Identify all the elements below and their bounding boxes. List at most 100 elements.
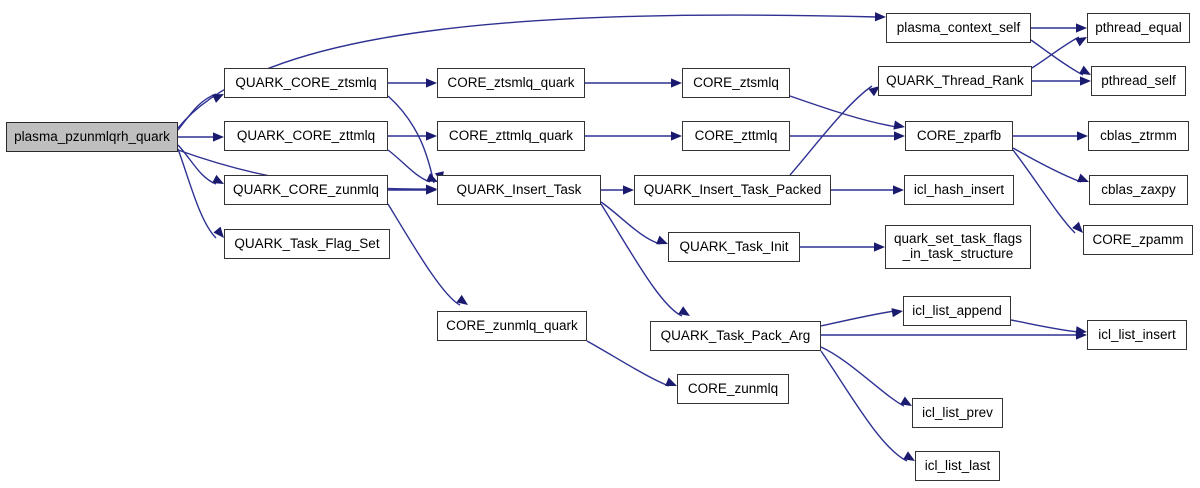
graph-node-label: CORE_ztsmlq: [693, 74, 779, 90]
graph-edge-QUARK_Insert_Task-to-QUARK_Task_Pack_Arg: [600, 203, 690, 317]
graph-node-label: quark_set_task_flags _in_task_structure: [894, 231, 1022, 261]
graph-edge-plasma_context_self-to-pthread_self: [1030, 39, 1091, 76]
arrowhead-icon: [1076, 23, 1087, 33]
graph-node-QUARK_Task_Init[interactable]: QUARK_Task_Init: [668, 232, 800, 262]
graph-node-CORE_zunmlq[interactable]: CORE_zunmlq: [677, 374, 789, 404]
graph-node-icl_hash_insert[interactable]: icl_hash_insert: [904, 175, 1014, 205]
arrowhead-icon: [671, 131, 682, 141]
graph-edge-QUARK_Thread_Rank-to-pthread_self: [1032, 76, 1091, 86]
graph-node-icl_list_prev[interactable]: icl_list_prev: [912, 398, 1003, 428]
graph-edge-plasma_pzunmlqrh_quark-to-QUARK_CORE_ztsmlq: [177, 93, 224, 131]
graph-node-pthread_self[interactable]: pthread_self: [1091, 66, 1186, 96]
arrowhead-icon: [900, 396, 912, 406]
graph-edge-QUARK_Insert_Task-to-QUARK_Task_Init: [600, 201, 668, 245]
graph-node-QUARK_CORE_zttmlq[interactable]: QUARK_CORE_zttmlq: [224, 121, 388, 151]
graph-edge-QUARK_CORE_zunmlq-to-CORE_zunmlq_quark: [387, 203, 468, 306]
graph-node-QUARK_Insert_Task_Packed[interactable]: QUARK_Insert_Task_Packed: [634, 175, 831, 205]
graph-node-label: QUARK_Insert_Task_Packed: [643, 181, 822, 197]
graph-edge-CORE_ztsmlq_quark-to-CORE_ztsmlq: [585, 78, 682, 88]
graph-edge-plasma_pzunmlqrh_quark-to-QUARK_CORE_zttmlq: [178, 132, 224, 142]
graph-edge-QUARK_Insert_Task_Packed-to-icl_hash_insert: [831, 185, 904, 195]
graph-node-plasma_pzunmlqrh_quark[interactable]: plasma_pzunmlqrh_quark: [6, 122, 178, 152]
arrowhead-icon: [213, 132, 224, 142]
graph-node-quark_set_task_flags_in_task_structure[interactable]: quark_set_task_flags _in_task_structure: [885, 225, 1031, 269]
graph-edge-CORE_zttmlq_quark-to-CORE_zttmlq: [585, 131, 682, 141]
graph-node-icl_list_append[interactable]: icl_list_append: [903, 296, 1011, 326]
graph-node-icl_list_last[interactable]: icl_list_last: [915, 451, 1000, 481]
graph-node-label: CORE_zpamm: [1092, 231, 1184, 247]
graph-node-QUARK_Task_Pack_Arg[interactable]: QUARK_Task_Pack_Arg: [650, 321, 821, 351]
graph-node-CORE_zpamm[interactable]: CORE_zpamm: [1083, 225, 1193, 255]
graph-edge-QUARK_Insert_Task_Packed-to-QUARK_Thread_Rank: [789, 85, 880, 176]
arrowhead-icon: [903, 451, 915, 461]
graph-node-CORE_zunmlq_quark[interactable]: CORE_zunmlq_quark: [437, 311, 587, 341]
graph-node-QUARK_CORE_zunmlq[interactable]: QUARK_CORE_zunmlq: [224, 175, 388, 205]
graph-node-CORE_zparfb[interactable]: CORE_zparfb: [905, 121, 1013, 151]
graph-node-label: QUARK_Task_Flag_Set: [234, 235, 380, 251]
arrowhead-icon: [1079, 65, 1091, 75]
graph-node-label: QUARK_CORE_ztsmlq: [235, 74, 377, 90]
graph-edge-QUARK_CORE_zunmlq-to-QUARK_Insert_Task: [388, 185, 437, 195]
graph-node-icl_list_insert[interactable]: icl_list_insert: [1087, 320, 1187, 350]
graph-node-QUARK_Insert_Task[interactable]: QUARK_Insert_Task: [437, 175, 601, 205]
graph-edge-QUARK_Task_Pack_Arg-to-icl_list_prev: [820, 346, 912, 407]
graph-edge-QUARK_Insert_Task-to-QUARK_Insert_Task_Packed: [601, 185, 634, 195]
graph-node-label: CORE_zttmlq_quark: [448, 127, 574, 143]
graph-edge-CORE_zparfb-to-cblas_ztrmm: [1013, 131, 1088, 141]
graph-node-QUARK_Thread_Rank[interactable]: QUARK_Thread_Rank: [878, 66, 1032, 96]
arrowhead-icon: [1075, 326, 1087, 336]
graph-edge-CORE_zunmlq_quark-to-CORE_zunmlq: [586, 340, 677, 387]
arrowhead-icon: [1072, 221, 1083, 233]
graph-edge-plasma_context_self-to-pthread_equal: [1031, 23, 1087, 33]
graph-node-label: plasma_context_self: [896, 19, 1021, 35]
arrowhead-icon: [893, 120, 905, 130]
graph-node-label: QUARK_Task_Pack_Arg: [660, 327, 811, 343]
graph-node-label: icl_list_append: [912, 302, 1002, 318]
graph-edge-CORE_zparfb-to-CORE_zpamm: [1012, 149, 1083, 234]
graph-node-label: QUARK_Thread_Rank: [886, 72, 1024, 88]
graph-node-cblas_ztrmm[interactable]: cblas_ztrmm: [1088, 121, 1189, 151]
graph-node-cblas_zaxpy[interactable]: cblas_zaxpy: [1089, 175, 1188, 205]
graph-node-label: cblas_zaxpy: [1101, 181, 1176, 197]
arrowhead-icon: [874, 242, 885, 252]
arrowhead-icon: [1075, 37, 1087, 47]
arrowhead-icon: [678, 306, 690, 316]
graph-edge-QUARK_CORE_zttmlq-to-CORE_zttmlq_quark: [388, 131, 437, 141]
graph-edge-QUARK_Task_Init-to-quark_set_task_flags_in_task_structure: [800, 242, 885, 252]
graph-node-label: cblas_ztrmm: [1100, 127, 1177, 143]
graph-node-CORE_zttmlq_quark[interactable]: CORE_zttmlq_quark: [437, 121, 585, 151]
graph-node-label: QUARK_CORE_zunmlq: [233, 181, 379, 197]
graph-node-label: CORE_ztsmlq_quark: [447, 74, 575, 90]
graph-node-label: QUARK_CORE_zttmlq: [236, 127, 376, 143]
graph-node-plasma_context_self[interactable]: plasma_context_self: [886, 13, 1031, 43]
arrowhead-icon: [671, 78, 682, 88]
graph-node-pthread_equal[interactable]: pthread_equal: [1087, 13, 1190, 43]
graph-edge-QUARK_Task_Pack_Arg-to-icl_list_last: [820, 350, 915, 462]
graph-node-label: QUARK_Task_Init: [679, 238, 789, 254]
graph-edge-QUARK_CORE_zttmlq-to-QUARK_Insert_Task: [387, 149, 438, 183]
arrowhead-icon: [874, 12, 886, 22]
graph-node-label: CORE_zttmlq: [694, 127, 778, 143]
arrowhead-icon: [213, 226, 224, 238]
arrowhead-icon: [212, 94, 224, 103]
graph-node-CORE_zttmlq[interactable]: CORE_zttmlq: [682, 121, 790, 151]
graph-node-label: icl_list_prev: [922, 404, 993, 420]
graph-node-QUARK_CORE_ztsmlq[interactable]: QUARK_CORE_ztsmlq: [224, 68, 388, 98]
graph-edge-CORE_ztsmlq-to-CORE_zparfb: [789, 95, 905, 130]
graph-node-CORE_ztsmlq_quark[interactable]: CORE_ztsmlq_quark: [437, 68, 585, 98]
graph-edge-CORE_zttmlq-to-CORE_zparfb: [790, 131, 905, 141]
arrowhead-icon: [656, 235, 668, 245]
graph-node-QUARK_Task_Flag_Set[interactable]: QUARK_Task_Flag_Set: [224, 229, 390, 259]
graph-node-label: CORE_zunmlq: [687, 380, 779, 396]
arrowhead-icon: [456, 294, 468, 305]
arrowhead-icon: [426, 173, 438, 182]
graph-node-label: icl_hash_insert: [913, 181, 1005, 197]
graph-node-CORE_ztsmlq[interactable]: CORE_ztsmlq: [682, 68, 790, 98]
graph-edge-plasma_pzunmlqrh_quark-to-QUARK_CORE_zunmlq: [177, 144, 224, 185]
arrowhead-icon: [623, 185, 634, 195]
graph-node-label: QUARK_Insert_Task: [456, 181, 582, 197]
arrowhead-icon: [1077, 131, 1088, 141]
graph-node-label: icl_list_last: [924, 457, 991, 473]
